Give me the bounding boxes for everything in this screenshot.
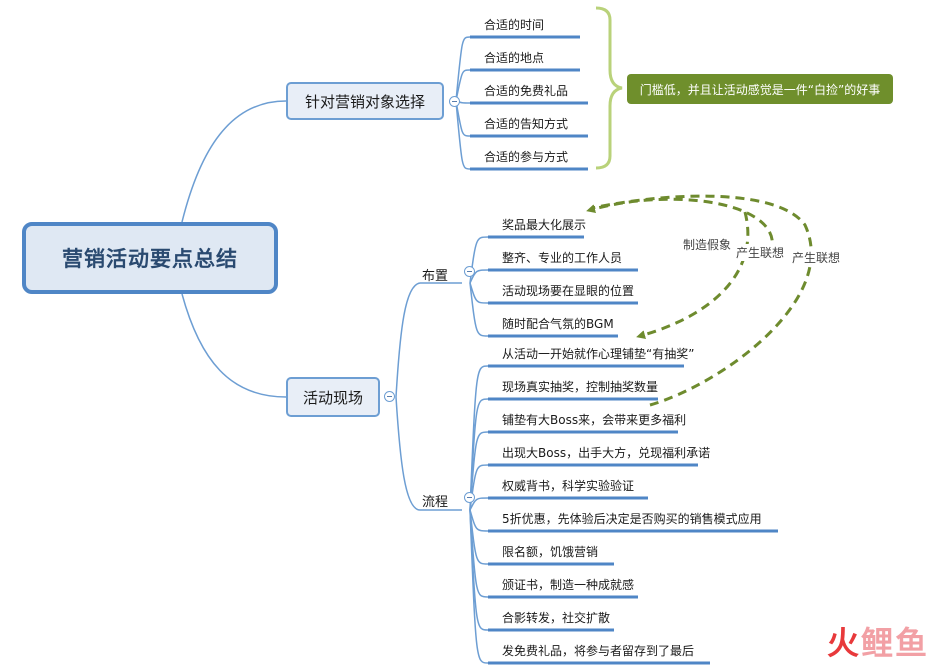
leaf-item[interactable]: 权威背书，科学实验验证 [502, 479, 635, 493]
leaf-item[interactable]: 发免费礼品，将参与者留存到了最后 [502, 644, 695, 658]
dashed-arrow-3 [591, 194, 813, 407]
leaf-connector [469, 509, 489, 664]
leaf-item[interactable]: 限名额，饥饿营销 [502, 545, 599, 559]
leaf-connector [469, 497, 489, 511]
leaf-connector [469, 269, 489, 284]
leaf-item[interactable]: 奖品最大化展示 [502, 218, 587, 232]
setup-node[interactable]: 布置 [422, 269, 449, 284]
summary-note[interactable]: 门槛低，并且让活动感觉是一件“白捡”的好事 [627, 74, 893, 104]
leaf-item[interactable]: 出现大Boss，出手大方，兑现福利承诺 [502, 446, 711, 460]
leaf-connector [469, 509, 489, 532]
leaf-item[interactable]: 合适的地点 [484, 51, 545, 65]
leaf-connector [469, 431, 489, 511]
leaf-item[interactable]: 铺垫有大Boss来，会带来更多福利 [502, 413, 687, 427]
root-connector [181, 100, 287, 223]
leaf-connector [455, 36, 471, 102]
annotation-label: 制造假象 [681, 236, 734, 253]
annotation-label: 产生联想 [734, 244, 787, 261]
collapse-toggle-icon[interactable] [464, 492, 475, 503]
leaf-item[interactable]: 整齐、专业的工作人员 [502, 251, 623, 265]
leaf-connector [469, 282, 489, 337]
leaf-item[interactable]: 合影转发，社交扩散 [502, 611, 611, 625]
leaf-item[interactable]: 活动现场要在显眼的位置 [502, 284, 635, 298]
dashed-arrow-1 [636, 211, 750, 339]
leaf-item[interactable]: 颁证书，制造一种成就感 [502, 578, 635, 592]
leaf-item[interactable]: 合适的告知方式 [484, 117, 569, 131]
annotation-label: 产生联想 [790, 249, 843, 266]
summary-brace [595, 6, 623, 170]
collapse-toggle-icon[interactable] [449, 96, 460, 107]
leaf-item[interactable]: 5折优惠，先体验后决定是否购买的销售模式应用 [502, 512, 762, 526]
leaf-connector [455, 69, 471, 102]
process-node[interactable]: 流程 [422, 495, 449, 510]
leaf-item[interactable]: 合适的免费礼品 [484, 84, 569, 98]
branch-connector [395, 396, 421, 511]
leaf-item[interactable]: 随时配合气氛的BGM [502, 317, 614, 331]
root-node[interactable]: 营销活动要点总结 [22, 222, 278, 294]
leaf-item[interactable]: 合适的时间 [484, 18, 545, 32]
leaf-connector [455, 100, 471, 170]
branch-scene-node[interactable]: 活动现场 [286, 377, 380, 417]
leaf-connector [469, 398, 489, 511]
leaf-item[interactable]: 现场真实抽奖，控制抽奖数量 [502, 380, 659, 394]
watermark-logo: 火鲤鱼 [826, 624, 929, 662]
dashed-arrow-2 [586, 197, 774, 256]
root-connector [181, 293, 287, 398]
leaf-connector [469, 282, 489, 304]
leaf-item[interactable]: 从活动一开始就作心理铺垫“有抽奖” [502, 347, 695, 361]
branch-connector [395, 282, 421, 398]
leaf-item[interactable]: 合适的参与方式 [484, 150, 569, 164]
collapse-toggle-icon[interactable] [464, 266, 475, 277]
branch-target-node[interactable]: 针对营销对象选择 [286, 82, 444, 120]
collapse-toggle-icon[interactable] [384, 391, 395, 402]
